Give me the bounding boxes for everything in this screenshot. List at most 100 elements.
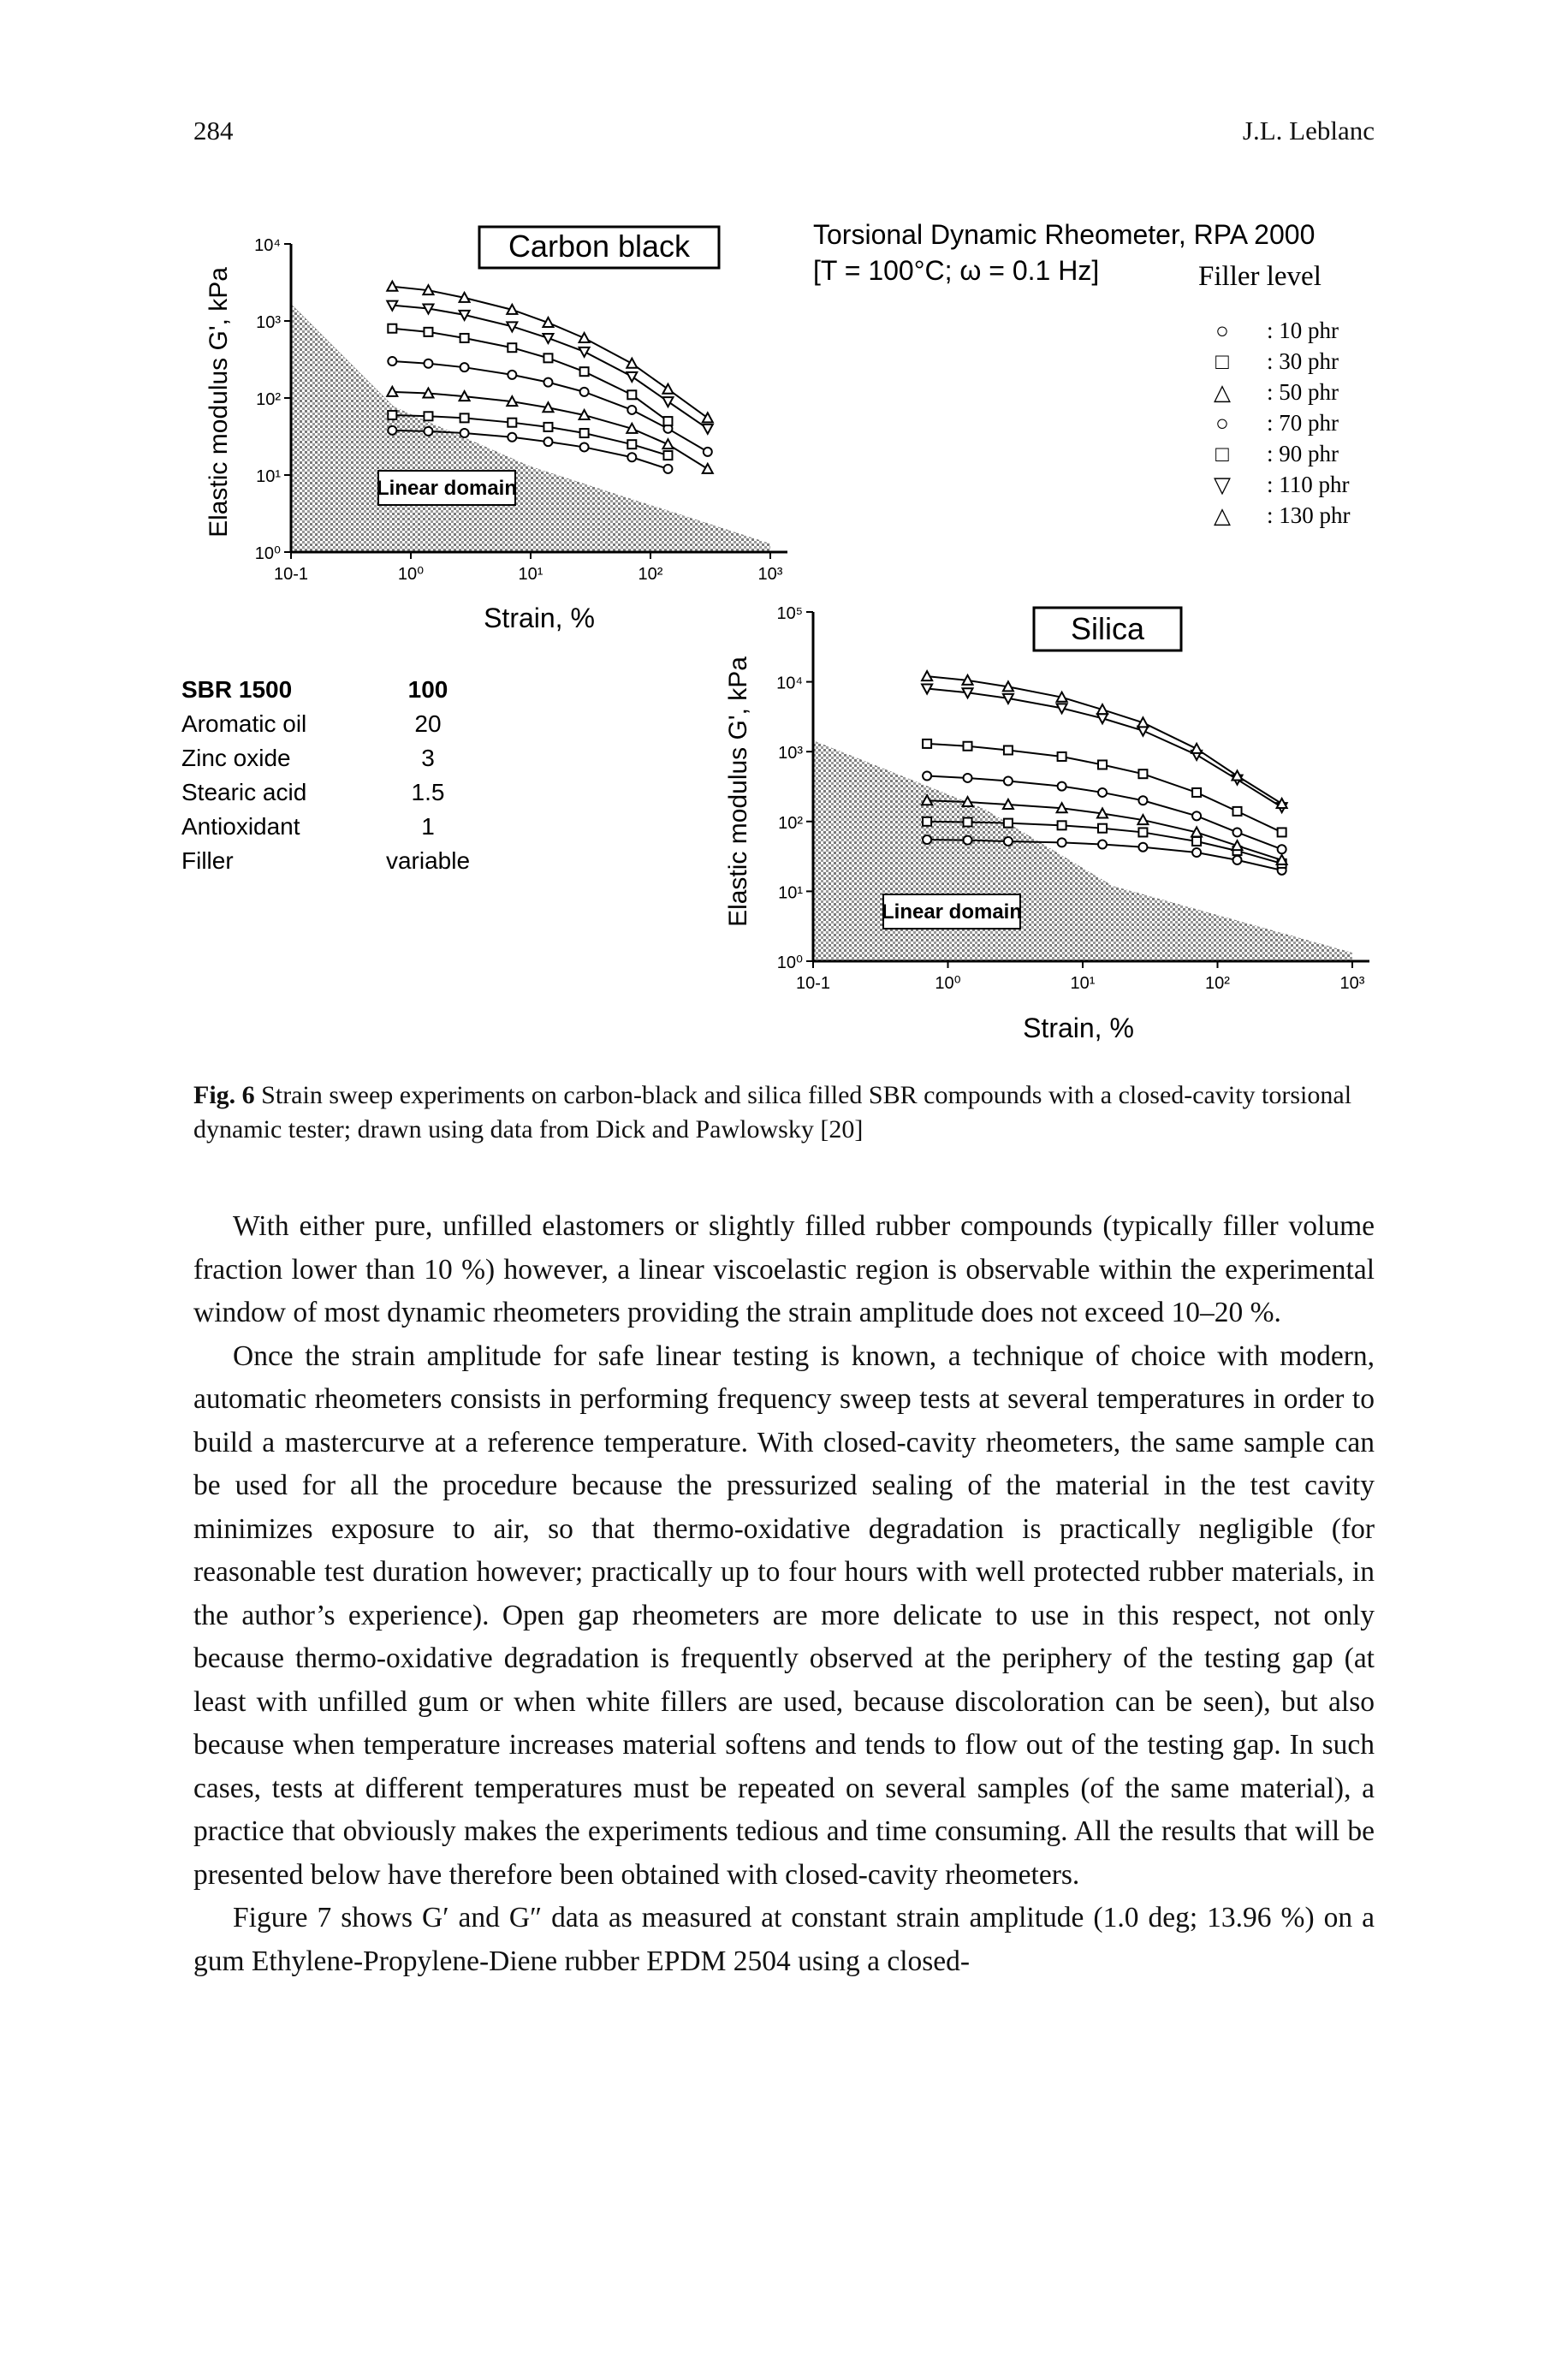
legend-title: Filler level — [1198, 261, 1322, 292]
data-point — [507, 431, 518, 443]
legend-symbol: △ — [1214, 379, 1231, 405]
data-point — [962, 817, 973, 828]
x-axis-label-1: Strain, % — [484, 603, 595, 633]
data-point — [543, 437, 554, 448]
data-point — [1001, 692, 1015, 705]
data-point — [1274, 796, 1289, 809]
data-point — [627, 452, 638, 463]
paragraph-1: With either pure, unfilled elastomers or… — [193, 1210, 1375, 1328]
data-point — [661, 437, 675, 450]
data-point — [1230, 769, 1244, 781]
data-point — [922, 738, 933, 749]
data-point — [507, 417, 518, 428]
recipe-amount: variable — [386, 847, 470, 874]
data-point — [627, 389, 638, 401]
data-point — [960, 687, 975, 700]
data-point — [459, 362, 470, 373]
data-point — [385, 300, 399, 312]
page-number: 284 — [193, 116, 234, 146]
legend-symbol: □ — [1215, 441, 1229, 466]
legend-symbol: △ — [1214, 502, 1231, 528]
data-point — [421, 303, 436, 316]
data-point — [1137, 769, 1149, 780]
recipe-amount: 1 — [421, 813, 435, 840]
x-tick-label: 10⁰ — [935, 974, 960, 993]
data-point — [701, 411, 715, 424]
recipe-amount: 1.5 — [412, 779, 445, 805]
legend-symbol: □ — [1215, 348, 1229, 374]
silica-chart: Linear domain Silica Elastic modulus G',… — [724, 604, 1369, 1043]
recipe-ingredient: Aromatic oil — [181, 710, 306, 737]
paragraph-2: Once the strain amplitude for safe linea… — [193, 1339, 1375, 1891]
data-point — [579, 428, 590, 439]
chart-title-1: Carbon black — [508, 229, 691, 264]
y-tick-label: 10³ — [778, 744, 803, 763]
data-point — [1274, 852, 1289, 865]
series-line — [392, 413, 668, 456]
data-point — [423, 411, 434, 422]
legend-label: : 10 phr — [1267, 318, 1339, 343]
linear-domain-label-box-1 — [377, 470, 516, 506]
data-point — [1136, 716, 1150, 728]
data-point — [579, 442, 590, 453]
test-conditions: [T = 100°C; ω = 0.1 Hz] — [813, 255, 1099, 286]
y-tick-label: 10⁵ — [776, 604, 803, 623]
data-point — [459, 332, 470, 343]
data-point — [701, 423, 715, 436]
data-point — [385, 279, 399, 292]
x-tick-label: 10² — [638, 565, 663, 584]
data-point — [1056, 781, 1067, 792]
data-point — [662, 463, 674, 474]
chart-title-box-1 — [478, 225, 721, 270]
data-point — [962, 772, 973, 783]
data-point — [423, 326, 434, 337]
series-line — [392, 285, 709, 419]
data-point — [1054, 703, 1069, 716]
caption-text: Strain sweep experiments on carbon-black… — [193, 1081, 1352, 1143]
y-tick-label: 10¹ — [256, 467, 281, 486]
data-point — [1276, 844, 1287, 855]
y-axis-label-2: Elastic modulus G', kPa — [724, 656, 752, 927]
data-point — [577, 330, 591, 343]
y-tick-label: 10⁰ — [777, 953, 803, 972]
data-point — [922, 770, 933, 781]
running-author: J.L. Leblanc — [1242, 116, 1375, 146]
data-point — [922, 834, 933, 845]
data-point — [457, 290, 472, 303]
data-point — [1001, 797, 1015, 810]
data-point — [387, 356, 398, 367]
data-point — [1056, 751, 1067, 762]
legend-symbol: ○ — [1215, 318, 1229, 343]
data-point — [387, 323, 398, 334]
data-point — [1191, 811, 1203, 822]
data-point — [1097, 759, 1108, 770]
data-point — [1056, 837, 1067, 848]
x-tick-label: 10⁰ — [398, 565, 424, 584]
data-point — [459, 413, 470, 424]
recipe-ingredient: Antioxidant — [181, 813, 300, 840]
data-point — [577, 407, 591, 420]
legend-label: : 30 phr — [1267, 348, 1339, 374]
data-point — [661, 396, 675, 409]
x-tick-label: 10³ — [758, 565, 783, 584]
recipe-ingredient: SBR 1500 — [181, 676, 292, 703]
data-point — [1190, 741, 1203, 754]
data-point — [701, 461, 715, 474]
data-point — [1230, 839, 1244, 852]
data-point — [922, 816, 933, 827]
rheometer-title: Torsional Dynamic Rheometer, RPA 2000 — [813, 219, 1315, 250]
legend-label: : 90 phr — [1267, 441, 1339, 466]
data-point — [421, 283, 436, 296]
paragraph-3: Figure 7 shows G′ and G″ data as measure… — [193, 1902, 1375, 1977]
legend-label: : 50 phr — [1267, 379, 1339, 405]
data-point — [1002, 745, 1013, 756]
data-point — [505, 321, 519, 334]
linear-domain-label-1: Linear domain — [377, 477, 517, 500]
data-point — [920, 683, 934, 696]
data-point — [702, 446, 713, 457]
data-point — [960, 673, 975, 686]
x-tick-label: 10¹ — [1071, 974, 1096, 993]
recipe-ingredient: Stearic acid — [181, 779, 306, 805]
data-point — [387, 425, 398, 436]
data-point — [577, 346, 591, 359]
